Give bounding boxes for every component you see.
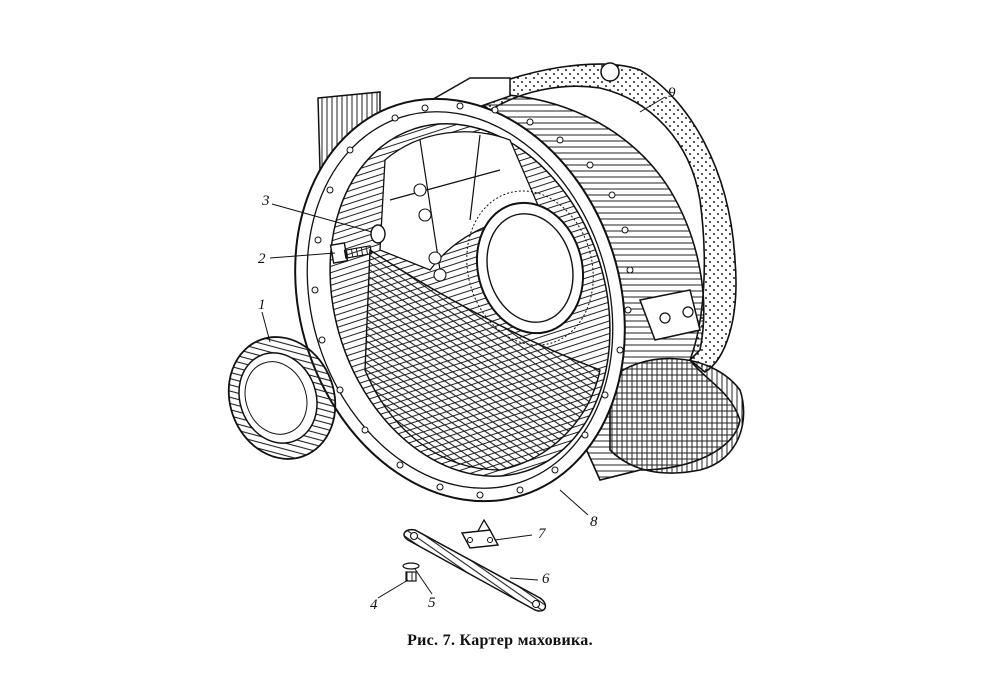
callout-2: 2 <box>258 251 266 267</box>
callout-5: 5 <box>428 595 436 611</box>
callout-6: 6 <box>542 571 550 587</box>
leader-lines <box>261 96 666 599</box>
flywheel-housing-part-8 <box>294 77 745 503</box>
callout-7: 7 <box>538 526 546 542</box>
callout-9: 9 <box>668 85 676 101</box>
cover-plate-part-6 <box>403 528 547 612</box>
figure-caption: Рис. 7. Картер маховика. <box>407 632 593 649</box>
callout-1: 1 <box>258 297 266 313</box>
seal-ring-part-1 <box>227 336 337 460</box>
plug-part-3 <box>370 224 386 244</box>
callout-3: 3 <box>262 193 270 209</box>
bracket-part-7 <box>460 518 500 549</box>
callout-4: 4 <box>370 597 378 613</box>
screw-part-4 <box>405 571 417 582</box>
bolt-part-2 <box>329 242 373 264</box>
washer-part-5 <box>402 562 420 570</box>
callout-8: 8 <box>590 514 598 530</box>
